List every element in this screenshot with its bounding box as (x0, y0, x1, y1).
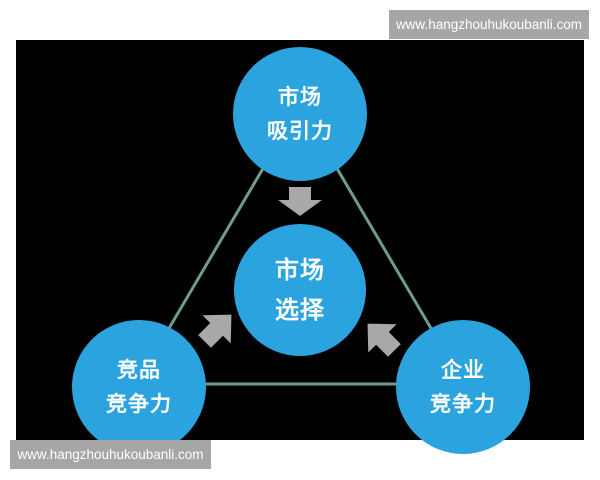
node-label-line2: 竞争力 (106, 392, 172, 416)
node-market-attractiveness: 市场 吸引力 (233, 47, 367, 181)
node-label-line2: 竞争力 (430, 392, 496, 416)
edge-top-right (330, 159, 434, 331)
node-label-line1: 竞品 (117, 358, 161, 382)
node-label-line1: 企业 (441, 358, 485, 382)
node-label-line2: 吸引力 (267, 119, 333, 143)
watermark-bottom-left: www.hangzhouhukoubanli.com (10, 440, 211, 469)
arrow-up-right-icon (198, 314, 232, 348)
arrow-up-left-icon (367, 323, 401, 357)
edge-top-left (166, 159, 270, 331)
node-label-line1: 市场 (278, 85, 322, 109)
node-competitor-competitiveness: 竞品 竞争力 (72, 320, 206, 454)
node-label-line1: 市场 (275, 256, 325, 284)
node-label-line2: 选择 (275, 296, 325, 324)
watermark-top-right: www.hangzhouhukoubanli.com (389, 10, 589, 39)
node-market-choice: 市场 选择 (234, 224, 366, 356)
arrow-down-icon (278, 187, 322, 216)
node-enterprise-competitiveness: 企业 竞争力 (396, 320, 530, 454)
